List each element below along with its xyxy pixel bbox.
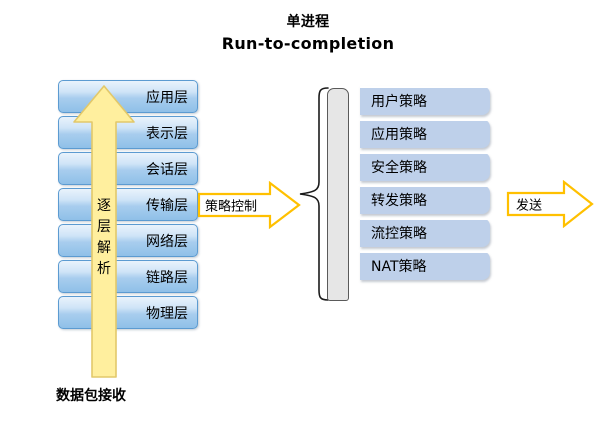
up-arrow-label-char: 解 bbox=[97, 240, 111, 256]
process-bar bbox=[327, 88, 349, 301]
policy-item-label: 用户策略 bbox=[371, 93, 427, 110]
policy-item[interactable]: 用户策略 bbox=[360, 86, 490, 115]
title-line-english: Run-to-completion bbox=[221, 34, 395, 53]
osi-layer-box[interactable]: 物理层 bbox=[58, 296, 198, 329]
policy-control-arrow-label: 策略控制 bbox=[205, 199, 258, 215]
policy-control-arrow[interactable]: 策略控制 bbox=[197, 181, 301, 229]
osi-layer-label: 传输层 bbox=[146, 197, 188, 214]
up-arrow-label: 逐 层 解 析 bbox=[72, 196, 136, 280]
up-arrow-label-char: 逐 bbox=[97, 198, 111, 214]
policy-item[interactable]: 转发策略 bbox=[360, 185, 490, 214]
osi-layer-label: 网络层 bbox=[146, 233, 188, 250]
packet-receive-caption: 数据包接收 bbox=[56, 388, 126, 404]
osi-layer-box[interactable]: 会话层 bbox=[58, 152, 198, 185]
policy-item-label: 安全策略 bbox=[371, 159, 427, 176]
osi-layer-box[interactable]: 网络层 bbox=[58, 224, 198, 257]
policy-item[interactable]: 应用策略 bbox=[360, 119, 490, 148]
osi-layer-label: 物理层 bbox=[146, 305, 188, 322]
osi-layer-box[interactable]: 传输层 bbox=[58, 188, 198, 221]
policy-item-label: 流控策略 bbox=[371, 225, 427, 242]
osi-layer-label: 会话层 bbox=[146, 161, 188, 178]
title-line-chinese: 单进程 bbox=[286, 14, 330, 30]
diagram-title: 单进程 Run-to-completion bbox=[0, 12, 616, 54]
policy-item[interactable]: 流控策略 bbox=[360, 218, 490, 247]
policy-item-label: NAT策略 bbox=[371, 258, 427, 275]
osi-layer-box[interactable]: 链路层 bbox=[58, 260, 198, 293]
osi-layer-box[interactable]: 应用层 bbox=[58, 80, 198, 113]
policy-item[interactable]: 安全策略 bbox=[360, 152, 490, 181]
policy-list: 用户策略 应用策略 安全策略 转发策略 流控策略 NAT策略 bbox=[360, 86, 490, 284]
osi-layer-stack: 应用层 表示层 会话层 传输层 网络层 链路层 物理层 bbox=[58, 80, 198, 332]
policy-item-label: 转发策略 bbox=[371, 192, 427, 209]
send-arrow-label: 发送 bbox=[516, 198, 543, 214]
policy-item[interactable]: NAT策略 bbox=[360, 251, 490, 280]
up-arrow-icon: 逐 层 解 析 bbox=[72, 84, 136, 379]
send-arrow[interactable]: 发送 bbox=[506, 180, 594, 228]
up-arrow-label-char: 析 bbox=[97, 261, 111, 277]
policy-item-label: 应用策略 bbox=[371, 126, 427, 143]
osi-layer-label: 应用层 bbox=[146, 89, 188, 106]
osi-layer-label: 链路层 bbox=[146, 269, 188, 286]
curly-brace-icon bbox=[298, 86, 330, 302]
up-arrow-label-char: 层 bbox=[97, 219, 111, 235]
osi-layer-label: 表示层 bbox=[146, 125, 188, 142]
